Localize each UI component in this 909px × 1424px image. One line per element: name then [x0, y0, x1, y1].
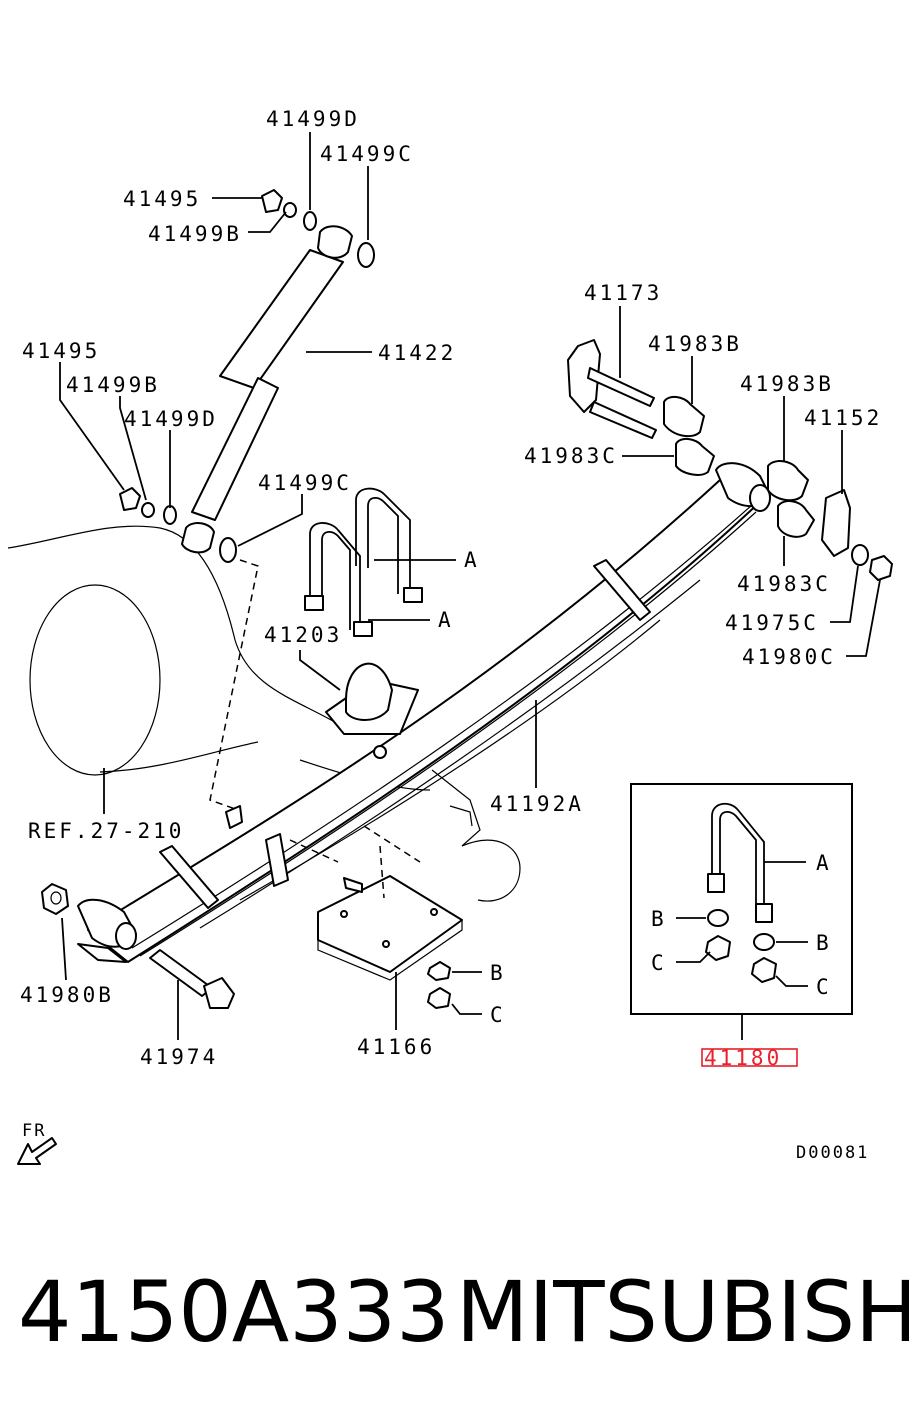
- label-41180-highlighted[interactable]: 41180: [704, 1046, 782, 1070]
- label-41499D-top[interactable]: 41499D: [266, 107, 360, 131]
- leaf-spring: [77, 462, 771, 963]
- label-B-nut[interactable]: B: [490, 961, 506, 985]
- label-41974[interactable]: 41974: [140, 1045, 218, 1069]
- shock-absorber: [119, 189, 375, 563]
- highlight-box: [701, 1048, 798, 1067]
- bump-stopper: [325, 662, 419, 759]
- label-B-kit-left[interactable]: B: [651, 907, 667, 931]
- label-41499C-top[interactable]: 41499C: [320, 142, 414, 166]
- label-A-lower[interactable]: A: [438, 608, 454, 632]
- label-41499B-left[interactable]: 41499B: [66, 373, 160, 397]
- rear-hanger-bracket: [567, 339, 893, 581]
- label-41975C[interactable]: 41975C: [725, 611, 819, 635]
- label-41499D-left[interactable]: 41499D: [124, 407, 218, 431]
- label-C-kit-left[interactable]: C: [651, 951, 667, 975]
- label-41495-top[interactable]: 41495: [123, 187, 201, 211]
- label-41983C-b[interactable]: 41983C: [737, 572, 831, 596]
- label-41173[interactable]: 41173: [584, 281, 662, 305]
- label-C-kit-right[interactable]: C: [816, 975, 832, 999]
- label-fr: FR: [22, 1121, 46, 1141]
- shackle-bolt: [41, 883, 235, 1009]
- front-direction-arrow-icon: [17, 1137, 57, 1165]
- guide-lines: [209, 559, 421, 899]
- diagram-code: D00081: [796, 1143, 869, 1163]
- leader-lines: [59, 132, 881, 1040]
- label-41980B[interactable]: 41980B: [20, 983, 114, 1007]
- label-41152[interactable]: 41152: [804, 406, 882, 430]
- label-41495-left[interactable]: 41495: [22, 339, 100, 363]
- part-number: 4150A333: [18, 1263, 450, 1361]
- label-B-kit-right[interactable]: B: [816, 931, 832, 955]
- part-labels: 41499D 41499C 41495 41499B 41422 41495 4…: [20, 107, 882, 1163]
- u-bolts: [304, 487, 423, 637]
- label-A-upper[interactable]: A: [464, 548, 480, 572]
- label-41499C-mid[interactable]: 41499C: [258, 471, 352, 495]
- label-ref-27-210[interactable]: REF.27-210: [28, 819, 184, 843]
- parts-exploded-diagram: 41499D 41499C 41495 41499B 41422 41495 4…: [7, 107, 893, 1165]
- label-41166[interactable]: 41166: [357, 1035, 435, 1059]
- label-A-kit[interactable]: A: [816, 851, 832, 875]
- spring-pad-plate: [317, 875, 463, 1009]
- label-41192A[interactable]: 41192A: [490, 792, 584, 816]
- label-41422[interactable]: 41422: [378, 341, 456, 365]
- label-41983C-a[interactable]: 41983C: [524, 444, 618, 468]
- label-41980C[interactable]: 41980C: [742, 645, 836, 669]
- brand-name: MITSUBISHI: [456, 1263, 909, 1361]
- label-41983B-b[interactable]: 41983B: [740, 372, 834, 396]
- label-41203[interactable]: 41203: [264, 623, 342, 647]
- label-41499B-top[interactable]: 41499B: [148, 222, 242, 246]
- label-41983B-a[interactable]: 41983B: [648, 332, 742, 356]
- axle-housing-outline: [7, 525, 521, 902]
- label-C-nut[interactable]: C: [490, 1003, 506, 1027]
